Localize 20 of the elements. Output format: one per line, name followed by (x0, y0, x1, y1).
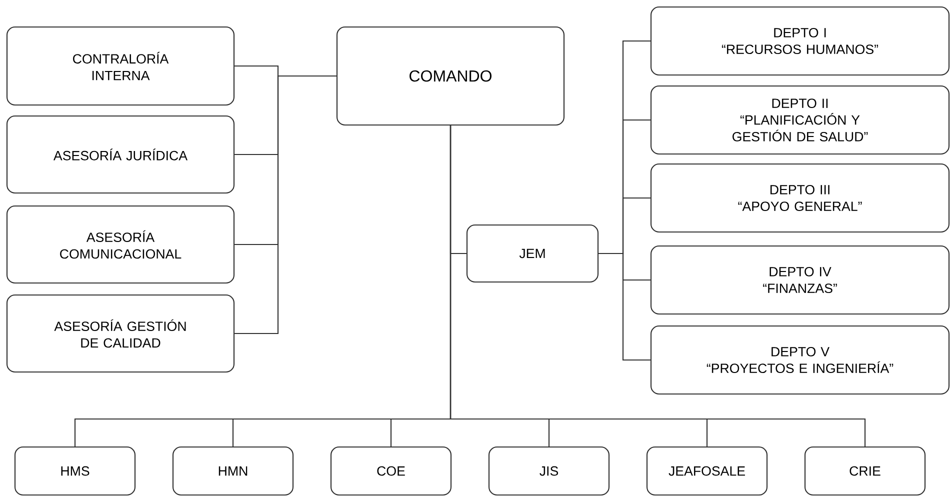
org-box: COMANDO (336, 26, 565, 126)
connector-line (234, 75, 336, 334)
org-box: JEM (466, 224, 599, 283)
org-box: CONTRALORÍA INTERNA (6, 26, 235, 106)
org-box: DEPTO IV “FINANZAS” (650, 245, 950, 315)
org-box: CRIE (804, 446, 926, 496)
org-box: HMS (14, 446, 136, 496)
org-box: DEPTO III “APOYO GENERAL” (650, 163, 950, 233)
org-box: HMN (172, 446, 294, 496)
org-box: ASESORÍA COMUNICACIONAL (6, 205, 235, 284)
org-box: JEAFOSALE (646, 446, 768, 496)
org-box: ASESORÍA GESTIÓN DE CALIDAD (6, 294, 235, 373)
org-box: DEPTO II “PLANIFICACIÓN Y GESTIÓN DE SALUD” (650, 85, 950, 155)
org-box: JIS (488, 446, 610, 496)
org-box: COE (330, 446, 452, 496)
org-box: ASESORÍA JURÍDICA (6, 115, 235, 194)
org-box: DEPTO V “PROYECTOS E INGENIERÍA” (650, 325, 950, 395)
org-box: DEPTO I “RECURSOS HUMANOS” (650, 6, 950, 76)
connector-line (450, 126, 866, 446)
connector-line (598, 252, 650, 361)
